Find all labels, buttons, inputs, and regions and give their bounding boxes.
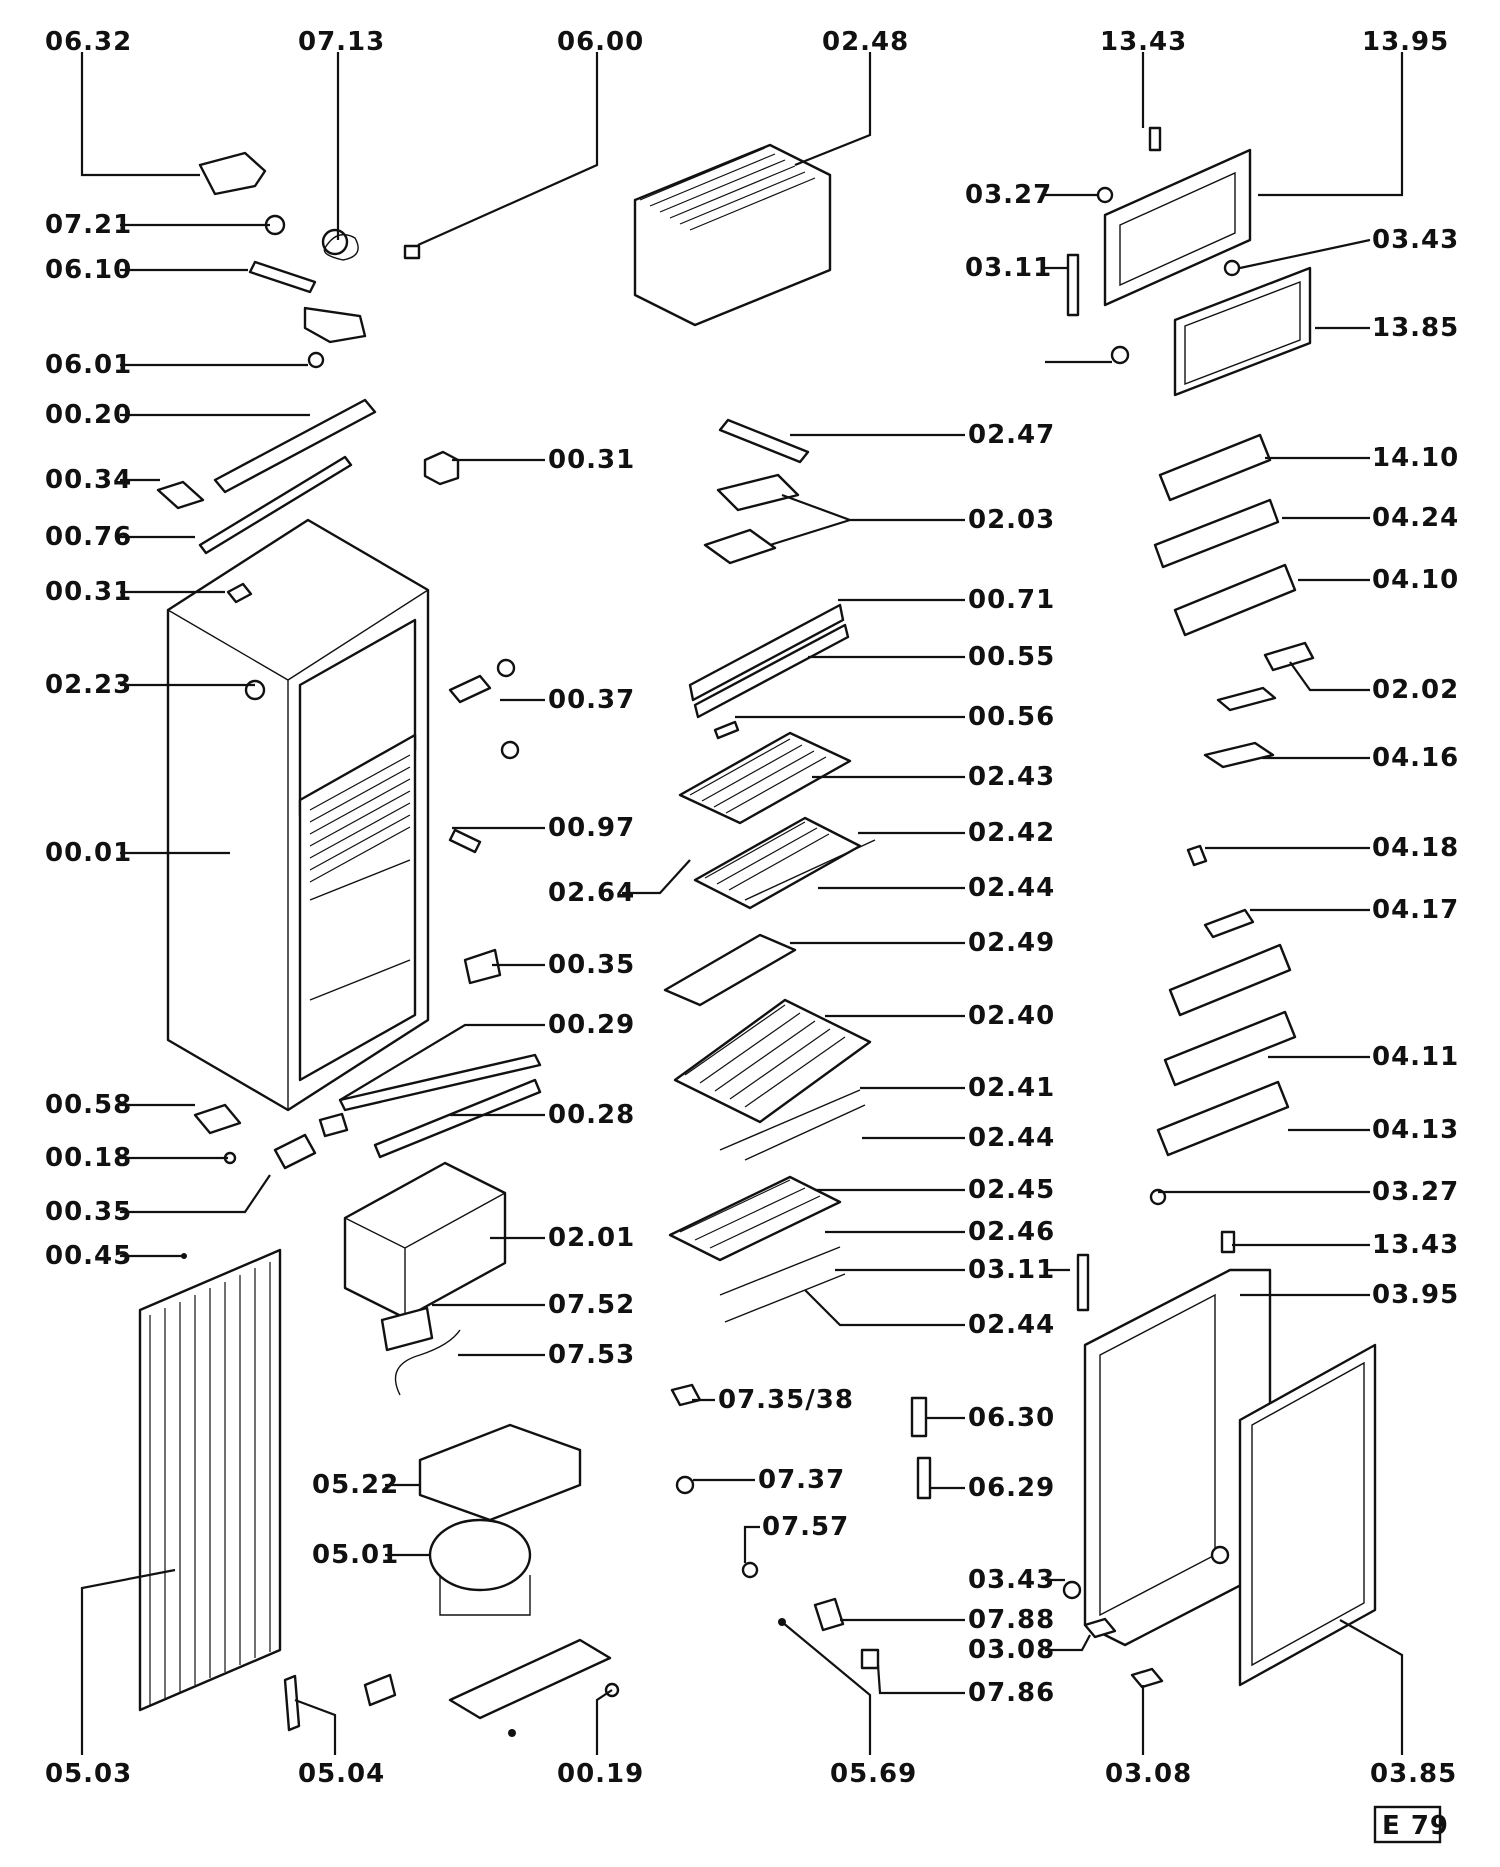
part-label: 00.45	[45, 1241, 132, 1271]
part-label: 07.37	[758, 1465, 845, 1495]
part-label: 06.00	[557, 27, 644, 57]
part-label: 07.52	[548, 1290, 635, 1320]
part-label: 03.27	[1372, 1177, 1459, 1207]
part-label: 03.27	[965, 180, 1052, 210]
part-label: 02.03	[968, 505, 1055, 535]
part-label: 00.35	[548, 950, 635, 980]
diagram-code-text: E 79	[1382, 1811, 1449, 1841]
part-label: 02.02	[1372, 675, 1459, 705]
part-label: 13.43	[1372, 1230, 1459, 1260]
part-label: 02.40	[968, 1001, 1055, 1031]
part-label: 00.56	[968, 702, 1055, 732]
part-label: 06.29	[968, 1473, 1055, 1503]
part-label: 05.69	[830, 1759, 917, 1789]
part-label: 00.19	[557, 1759, 644, 1789]
part-label: 14.10	[1372, 443, 1459, 473]
parts-drawing	[138, 126, 1377, 1737]
part-label: 04.16	[1372, 743, 1459, 773]
part-label: 04.17	[1372, 895, 1459, 925]
part-label: 02.23	[45, 670, 132, 700]
cabinet	[166, 518, 430, 1112]
part-label: 03.08	[968, 1635, 1055, 1665]
part-label: 13.43	[1100, 27, 1187, 57]
part-label: 02.49	[968, 928, 1055, 958]
part-label: 00.76	[45, 522, 132, 552]
part-label: 03.11	[965, 253, 1052, 283]
part-label: 02.44	[968, 1123, 1055, 1153]
part-label: 00.58	[45, 1090, 132, 1120]
part-label: 00.29	[548, 1010, 635, 1040]
part-label: 00.28	[548, 1100, 635, 1130]
part-label: 07.86	[968, 1678, 1055, 1708]
part-label: 00.37	[548, 685, 635, 715]
part-label: 07.35/38	[718, 1385, 854, 1415]
part-label: 06.32	[45, 27, 132, 57]
part-label: 07.53	[548, 1340, 635, 1370]
part-label: 02.48	[822, 27, 909, 57]
part-label: 02.45	[968, 1175, 1055, 1205]
part-label: 05.22	[312, 1470, 399, 1500]
part-label: 00.01	[45, 838, 132, 868]
part-labels: 06.32 07.13 06.00 02.48 13.43 13.95 07.2…	[45, 27, 1459, 1789]
part-label: 00.71	[968, 585, 1055, 615]
part-label: 02.46	[968, 1217, 1055, 1247]
part-label: 13.95	[1362, 27, 1449, 57]
part-label: 04.11	[1372, 1042, 1459, 1072]
part-label: 02.44	[968, 1310, 1055, 1340]
part-label: 04.24	[1372, 503, 1459, 533]
part-label: 05.01	[312, 1540, 399, 1570]
part-label: 03.11	[968, 1255, 1055, 1285]
part-label: 02.41	[968, 1073, 1055, 1103]
part-label: 13.85	[1372, 313, 1459, 343]
part-label: 02.64	[548, 878, 635, 908]
part-label: 04.18	[1372, 833, 1459, 863]
leader-lines	[80, 52, 1404, 1755]
part-label: 00.35	[45, 1197, 132, 1227]
part-label: 02.43	[968, 762, 1055, 792]
part-label: 03.95	[1372, 1280, 1459, 1310]
part-label: 00.18	[45, 1143, 132, 1173]
part-label: 02.01	[548, 1223, 635, 1253]
part-label: 00.34	[45, 465, 132, 495]
part-label: 03.85	[1370, 1759, 1457, 1789]
part-label: 02.44	[968, 873, 1055, 903]
part-label: 02.42	[968, 818, 1055, 848]
part-label: 07.21	[45, 210, 132, 240]
part-label: 07.88	[968, 1605, 1055, 1635]
part-label: 06.30	[968, 1403, 1055, 1433]
part-label: 06.10	[45, 255, 132, 285]
part-label: 00.31	[548, 445, 635, 475]
part-label: 02.47	[968, 420, 1055, 450]
part-label: 04.10	[1372, 565, 1459, 595]
part-label: 07.57	[762, 1512, 849, 1542]
part-label: 05.04	[298, 1759, 385, 1789]
part-label: 00.31	[45, 577, 132, 607]
part-label: 03.43	[1372, 225, 1459, 255]
part-label: 04.13	[1372, 1115, 1459, 1145]
diagram-code: E 79	[1373, 1805, 1449, 1844]
part-label: 00.97	[548, 813, 635, 843]
part-label: 05.03	[45, 1759, 132, 1789]
part-label: 07.13	[298, 27, 385, 57]
part-label: 00.20	[45, 400, 132, 430]
part-label: 00.55	[968, 642, 1055, 672]
part-label: 03.08	[1105, 1759, 1192, 1789]
part-label: 03.43	[968, 1565, 1055, 1595]
part-label: 06.01	[45, 350, 132, 380]
condenser	[138, 1248, 282, 1712]
